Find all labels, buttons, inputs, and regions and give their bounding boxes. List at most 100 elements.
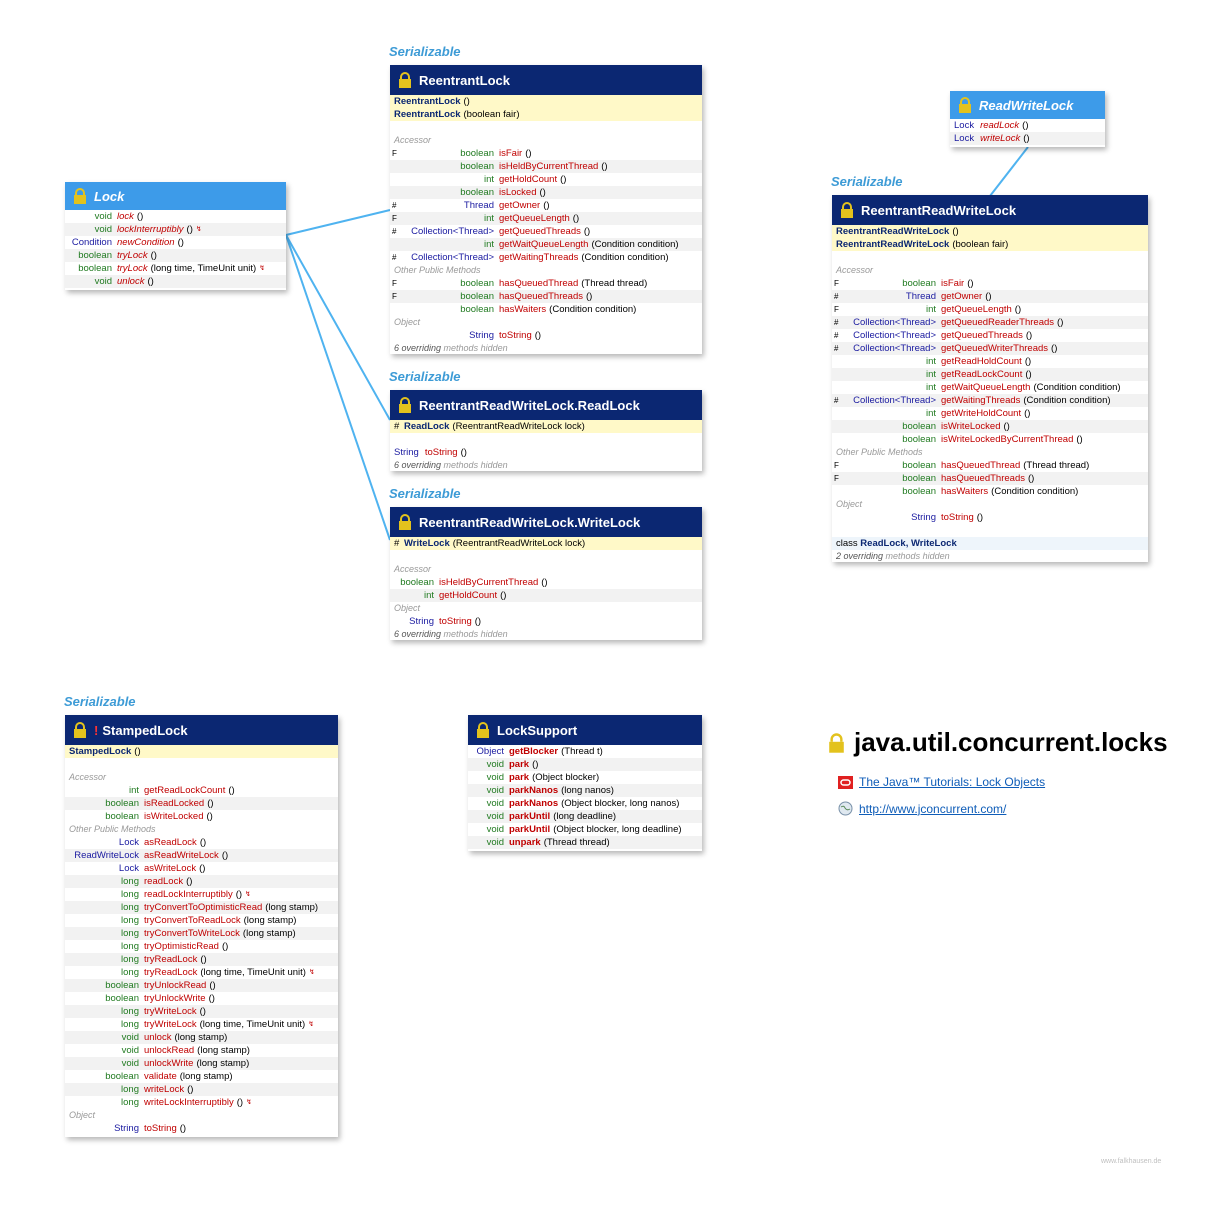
method-name: hasQueuedThreads: [499, 291, 583, 302]
method-name: getQueuedThreads: [499, 226, 581, 237]
member-row: #Collection<Thread>getQueuedThreads(): [834, 330, 1033, 341]
overriding-note: 6 overriding methods hidden: [394, 343, 508, 353]
method-name: asReadWriteLock: [144, 850, 219, 861]
return-type: int: [925, 356, 936, 367]
class-box-reentrantlock[interactable]: ReentrantLock ReentrantLock()ReentrantLo…: [390, 65, 702, 354]
return-type: int: [925, 408, 936, 419]
class-box-reentrantreadwritelock[interactable]: ReentrantReadWriteLock ReentrantReadWrit…: [832, 195, 1148, 562]
method-name: isFair: [499, 148, 523, 159]
return-type: void: [121, 1032, 139, 1043]
method-name: lockInterruptibly: [117, 224, 184, 235]
method-args: (): [235, 889, 243, 900]
method-args: (): [985, 291, 992, 302]
return-type: boolean: [460, 291, 494, 302]
method-args: (Object blocker): [532, 772, 600, 783]
method-name: parkNanos: [509, 785, 559, 796]
class-name: ReentrantReadWriteLock.ReadLock: [419, 397, 640, 413]
method-name: tryReadLock: [144, 967, 198, 978]
method-args: (long nanos): [561, 785, 614, 796]
return-type: int: [128, 785, 139, 796]
method-name: toString: [144, 1123, 177, 1134]
return-type: long: [121, 915, 139, 926]
method-args: (Condition condition): [1023, 395, 1111, 406]
method-args: (): [460, 447, 467, 458]
return-type: Lock: [954, 133, 975, 144]
method-args: (): [136, 211, 144, 222]
method-args: (): [236, 1097, 244, 1108]
return-type: Object: [476, 746, 504, 757]
return-type: long: [121, 1006, 139, 1017]
class-box-writelock[interactable]: ReentrantReadWriteLock.WriteLock #WriteL…: [390, 507, 702, 640]
tutorial-link[interactable]: The Java™ Tutorials: Lock Objects: [838, 775, 1045, 789]
method-args: (): [179, 1123, 187, 1134]
return-type: long: [121, 967, 139, 978]
class-header: ReentrantReadWriteLock.ReadLock: [390, 390, 702, 420]
globe-icon: [838, 801, 853, 816]
return-type: boolean: [78, 250, 112, 261]
section-label: Other Public Methods: [836, 447, 923, 457]
method-args: (): [1022, 120, 1029, 131]
return-type: boolean: [902, 473, 936, 484]
return-type: boolean: [902, 434, 936, 445]
method-name: getReadHoldCount: [941, 356, 1022, 367]
method-name: isHeldByCurrentThread: [439, 577, 539, 588]
method-args: (long time, TimeUnit unit): [200, 967, 306, 978]
class-header: ReadWriteLock: [950, 91, 1105, 119]
return-type: String: [911, 512, 936, 523]
return-type: boolean: [902, 421, 936, 432]
return-type: long: [121, 941, 139, 952]
jconcurrent-link[interactable]: http://www.jconcurrent.com/: [838, 801, 1006, 816]
class-header: ReentrantLock: [390, 65, 702, 95]
method-args: (Condition condition): [991, 486, 1079, 497]
class-box-readlock[interactable]: ReentrantReadWriteLock.ReadLock #ReadLoc…: [390, 390, 702, 471]
method-args: (): [585, 291, 593, 302]
method-args: (Condition condition): [581, 252, 669, 263]
constructor-row: ReentrantReadWriteLock(boolean fair): [832, 238, 1148, 251]
overriding-note: 6 overriding methods hidden: [394, 460, 508, 470]
method-name: tryConvertToOptimisticRead: [144, 902, 263, 913]
method-name: isWriteLocked: [941, 421, 1001, 432]
return-type: long: [121, 902, 139, 913]
section-label: Accessor: [69, 772, 107, 782]
section-label: Accessor: [394, 135, 432, 145]
class-box-stampedlock[interactable]: ! StampedLock StampedLock() Accessor int…: [65, 715, 338, 1137]
class-name: StampedLock: [102, 722, 188, 738]
throws-icon: ↯: [259, 265, 266, 272]
method-args: (): [199, 1006, 206, 1017]
oracle-icon: [838, 775, 853, 789]
return-type: Condition: [71, 237, 112, 248]
method-args: (): [543, 200, 550, 211]
method-args: (): [1027, 473, 1035, 484]
member-row: #Collection<Thread>getQueuedReaderThread…: [832, 316, 1148, 329]
class-name: ReentrantLock: [419, 72, 511, 88]
serializable-label: Serializable: [389, 369, 461, 384]
class-header: LockSupport: [468, 715, 702, 745]
